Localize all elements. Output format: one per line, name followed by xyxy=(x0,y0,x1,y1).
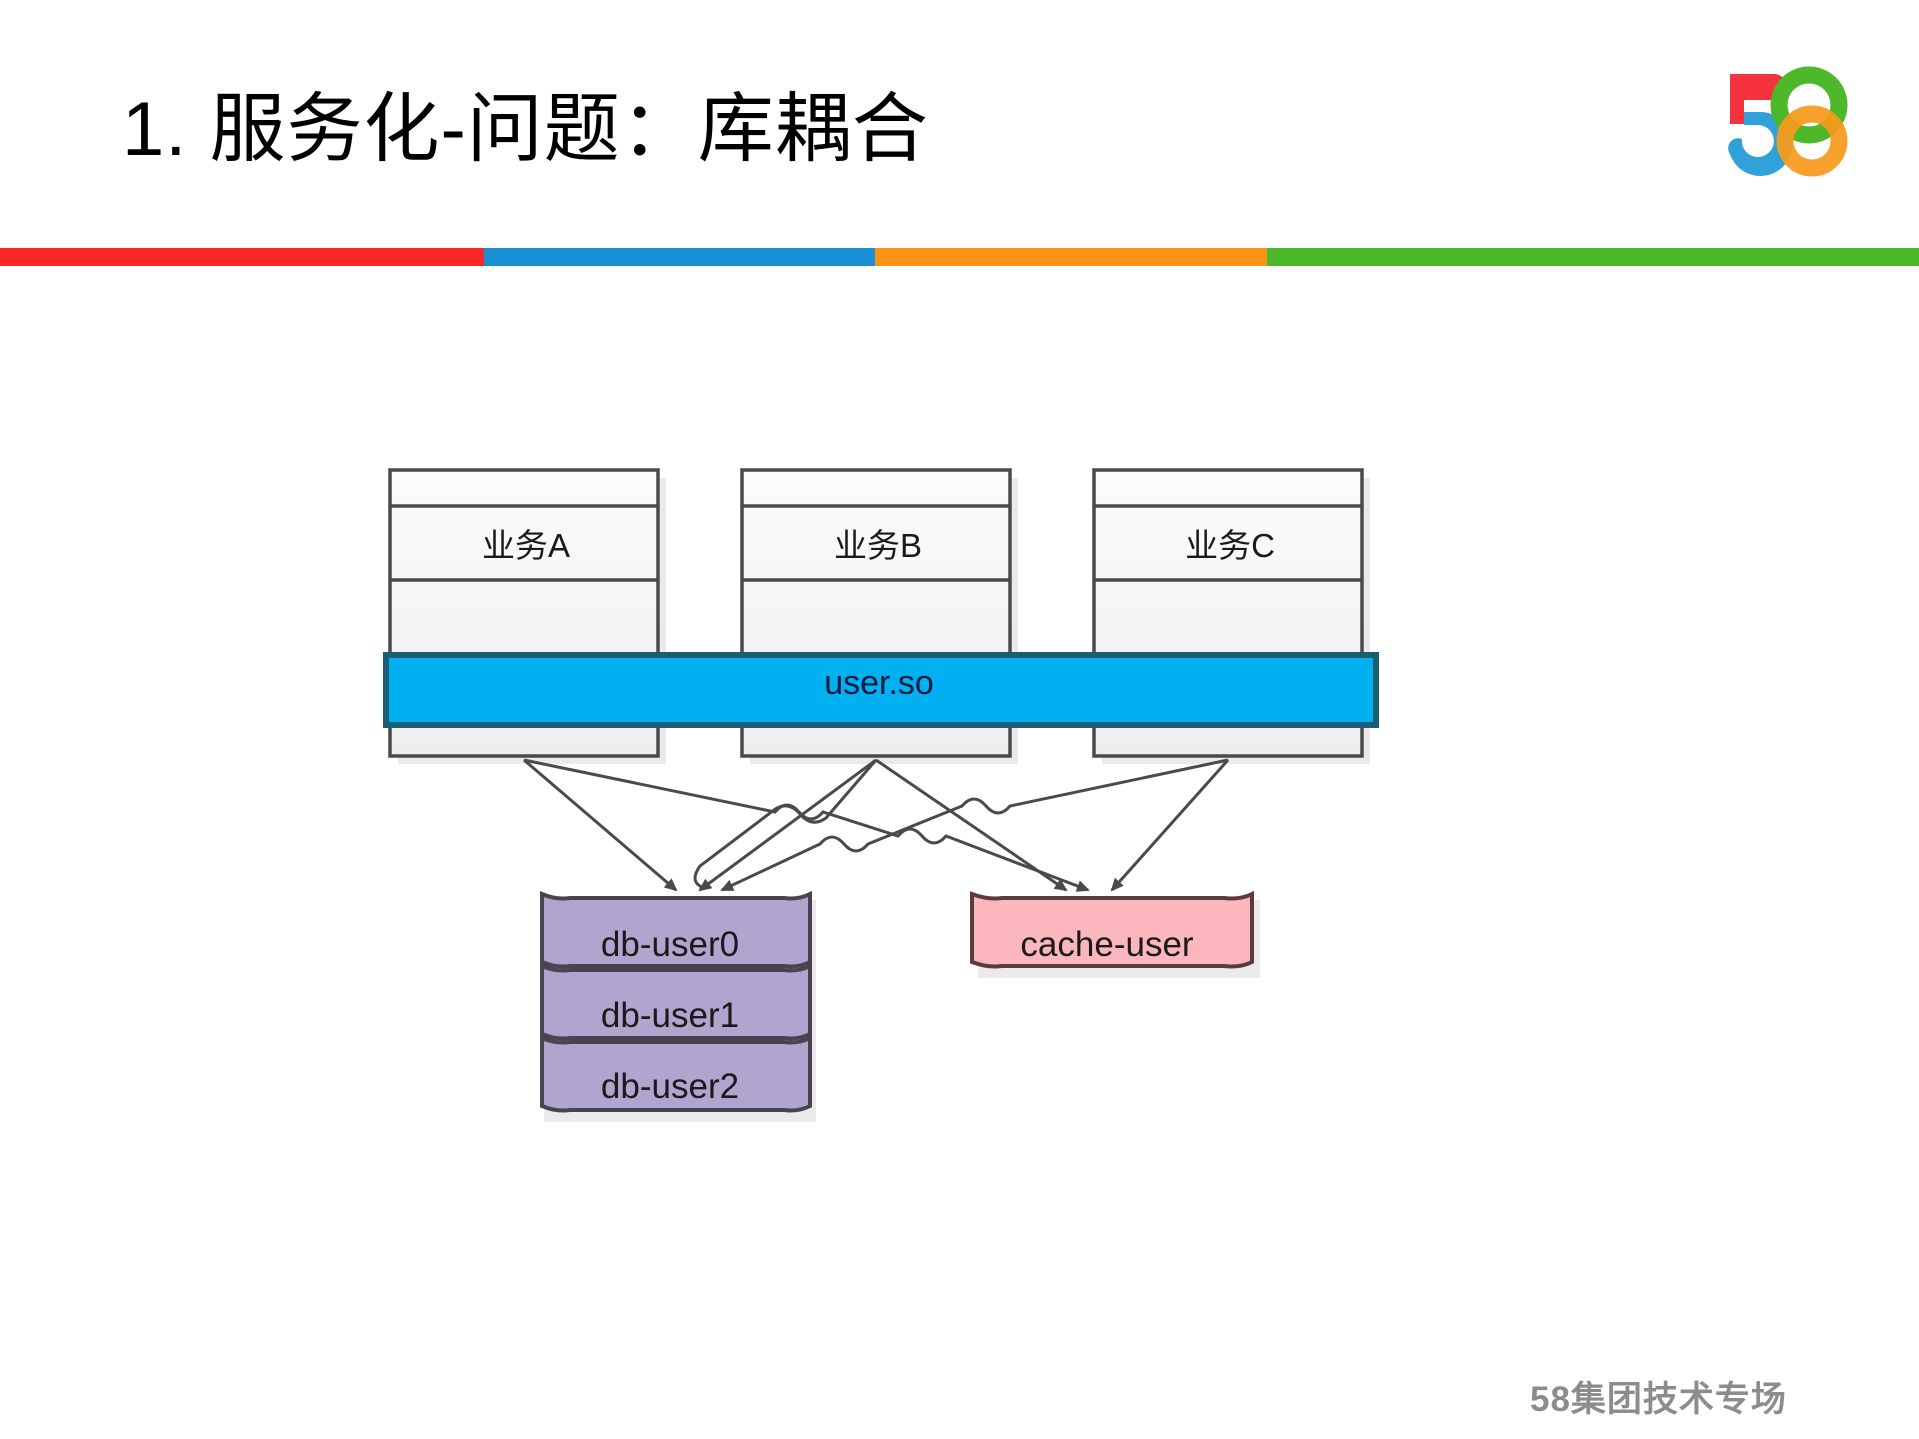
edge-b-db0-tail xyxy=(693,759,878,890)
datastore-label-db-user0: db-user0 xyxy=(600,925,740,964)
datastore-label-db-user1: db-user1 xyxy=(600,996,740,1035)
shared-library-label: user.so xyxy=(824,664,934,702)
dependency-arrows xyxy=(523,758,1230,892)
logo-eight-bottom-ring xyxy=(1776,105,1848,177)
slide-header: 1. 服务化-问题：库耦合 xyxy=(0,0,1919,266)
rule-segment-red xyxy=(0,248,484,266)
service-label-a: 业务A xyxy=(481,527,570,564)
service-column-b xyxy=(740,468,1012,758)
service-column-a xyxy=(388,468,660,758)
service-column-c xyxy=(1092,468,1364,758)
service-label-b: 业务B xyxy=(833,527,922,564)
rule-segment-blue xyxy=(483,248,876,266)
logo-eight-top-ring xyxy=(1770,66,1848,144)
edge-b-cache xyxy=(875,758,1068,892)
logo-five-top-shape xyxy=(1730,74,1787,124)
edge-c-cache xyxy=(1110,759,1230,892)
page-title: 1. 服务化-问题：库耦合 xyxy=(122,87,929,172)
datastore-label-db-user2: db-user2 xyxy=(600,1067,740,1106)
service-label-c: 业务C xyxy=(1185,527,1275,564)
edge-a-cache xyxy=(523,758,1090,892)
rule-segment-green xyxy=(1266,248,1919,266)
edge-a-db0 xyxy=(523,758,678,892)
logo-five-bottom-shape xyxy=(1728,111,1793,176)
rule-segment-orange xyxy=(875,248,1267,266)
slide-footer: 58集团技术专场 xyxy=(1530,1380,1787,1419)
edge-b-db0 xyxy=(698,758,877,892)
58-logo xyxy=(1712,58,1852,180)
edge-c-db0 xyxy=(720,758,1229,892)
datastore-label-cache-user: cache-user xyxy=(1020,925,1194,964)
header-color-rule xyxy=(0,248,1919,266)
